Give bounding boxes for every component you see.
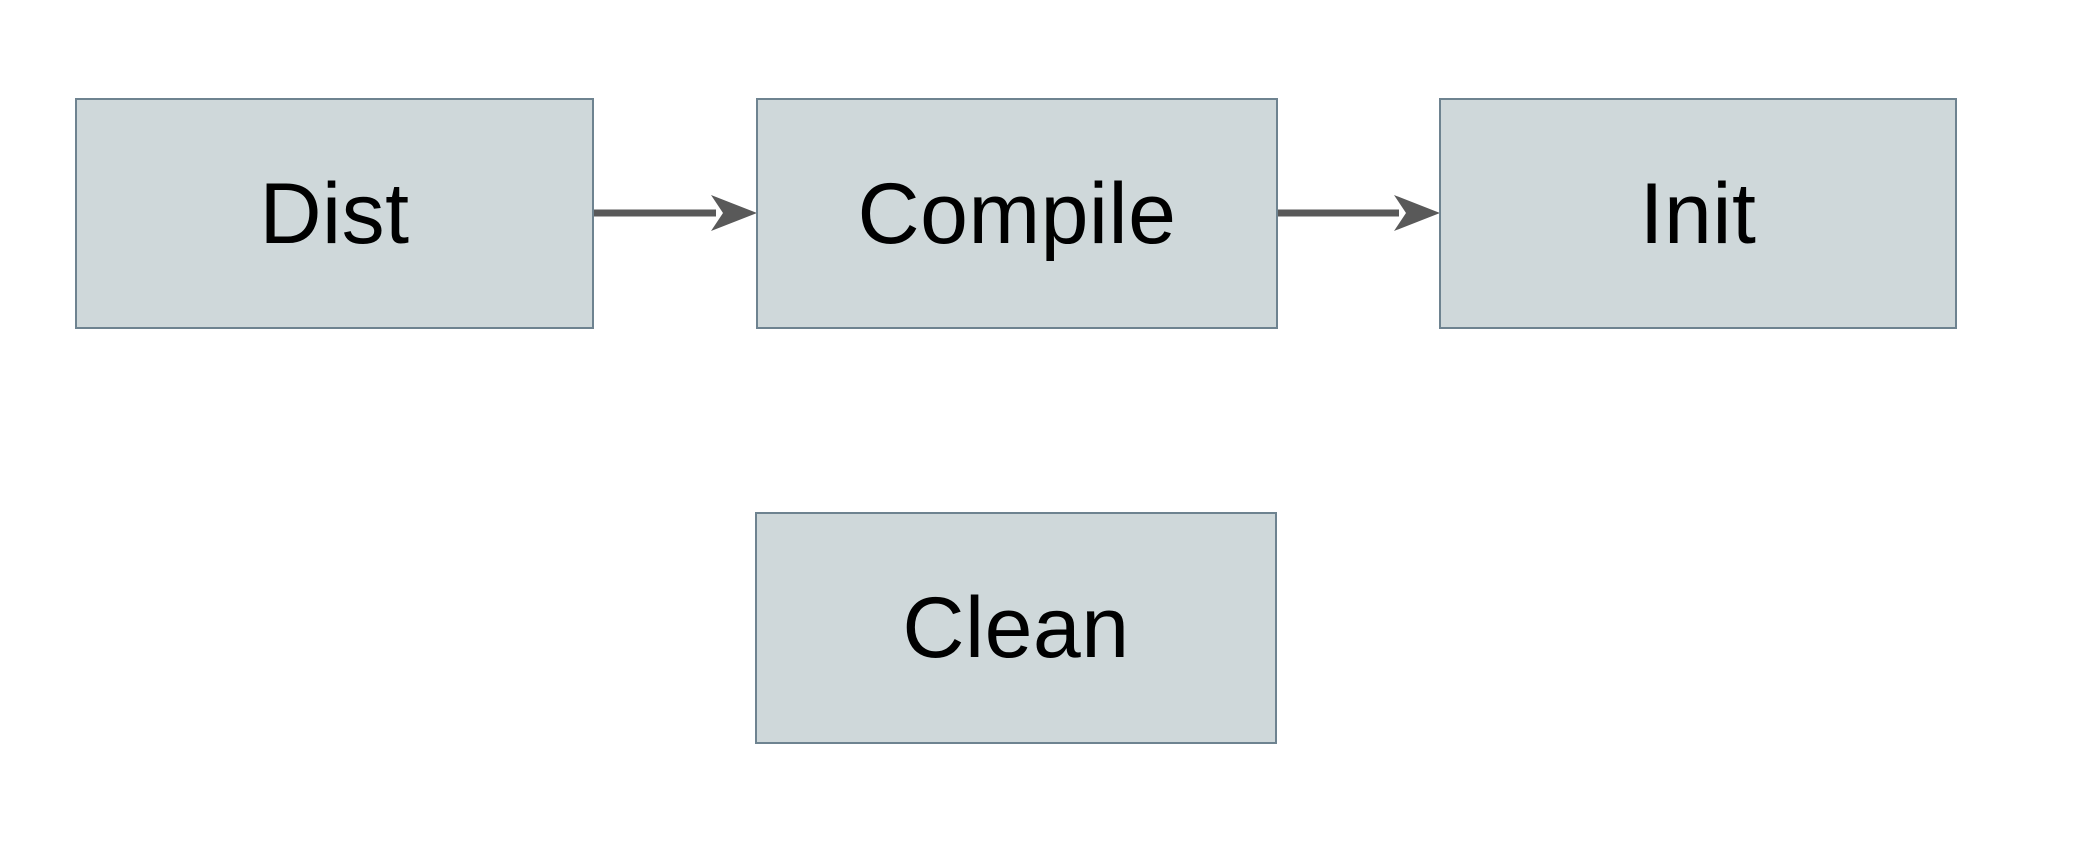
arrow-dist-to-compile — [594, 195, 757, 231]
node-dist-label: Dist — [259, 165, 410, 262]
node-compile-label: Compile — [857, 165, 1177, 262]
arrow-head-icon — [711, 195, 757, 231]
node-clean-label: Clean — [902, 580, 1130, 676]
node-clean: Clean — [755, 512, 1277, 744]
node-dist: Dist — [75, 98, 594, 329]
arrow-head-icon — [1394, 195, 1440, 231]
arrow-compile-to-init — [1278, 195, 1440, 231]
node-init: Init — [1439, 98, 1957, 329]
node-init-label: Init — [1639, 165, 1757, 262]
node-compile: Compile — [756, 98, 1278, 329]
